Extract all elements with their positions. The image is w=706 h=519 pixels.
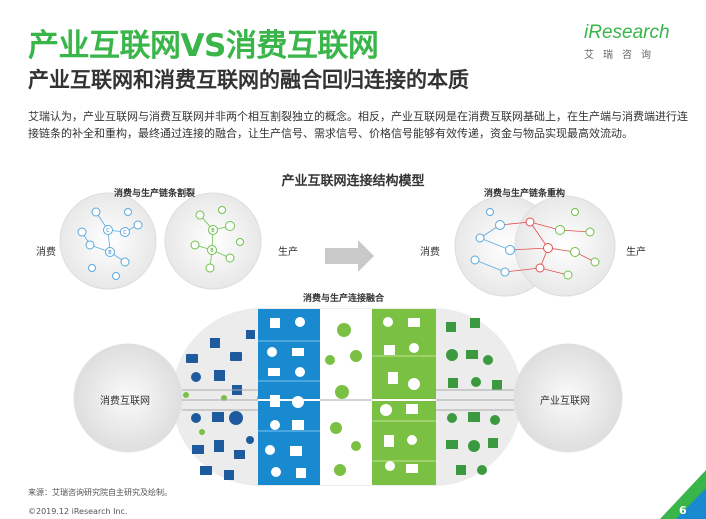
logo-i: i (584, 22, 589, 43)
industrial-internet-label: 产业互联网 (540, 396, 590, 407)
corner-decoration-blue (676, 488, 706, 519)
blue-connection-column (258, 309, 320, 485)
model-title: 产业互联网连接结构模型 (281, 174, 425, 189)
consume-label-left: 消费 (36, 247, 56, 258)
rebuild-caption: 消费与生产链条重构 (484, 189, 566, 199)
logo-brand: Research (588, 22, 670, 43)
split-diagram (59, 192, 262, 290)
node-label-b: B (108, 250, 112, 256)
produce-label-left: 生产 (278, 247, 298, 258)
producer-circle-left (164, 192, 262, 290)
source-note: 来源：艾瑞咨询研究院自主研究及绘制。 (28, 488, 172, 497)
consumer-circle-left (59, 192, 157, 290)
rebuild-diagram (454, 195, 616, 297)
node-label-b: B (210, 248, 214, 254)
page-subtitle: 产业互联网和消费互联网的融合回归连接的本质 (28, 68, 469, 92)
fusion-caption: 消费与生产连接融合 (303, 294, 385, 304)
consumer-internet-circle (73, 343, 183, 453)
iresearch-logo: iResearch 艾瑞咨询 (584, 22, 688, 61)
node-label-b: B (211, 228, 215, 234)
fusion-diagram (73, 308, 623, 486)
intro-paragraph: 艾瑞认为，产业互联网与消费互联网并非两个相互割裂独立的概念。相反，产业互联网是在… (28, 110, 688, 140)
logo-cn: 艾瑞咨询 (584, 50, 660, 61)
page-number: 6 (679, 504, 687, 517)
transition-arrow (325, 240, 374, 272)
copyright: ©2019.12 iResearch Inc. (28, 507, 128, 516)
industrial-internet-circle (513, 343, 623, 453)
producer-circle-right (514, 195, 616, 297)
split-caption: 消费与生产链条割裂 (114, 189, 196, 199)
consume-label-right: 消费 (420, 247, 440, 258)
green-connection-column (372, 309, 436, 485)
produce-label-right: 生产 (626, 247, 646, 258)
consumer-internet-label: 消费互联网 (100, 396, 150, 407)
node-label-c: C (123, 230, 127, 236)
node-label-c: C (106, 228, 110, 234)
page-title: 产业互联网VS消费互联网 (28, 28, 379, 64)
